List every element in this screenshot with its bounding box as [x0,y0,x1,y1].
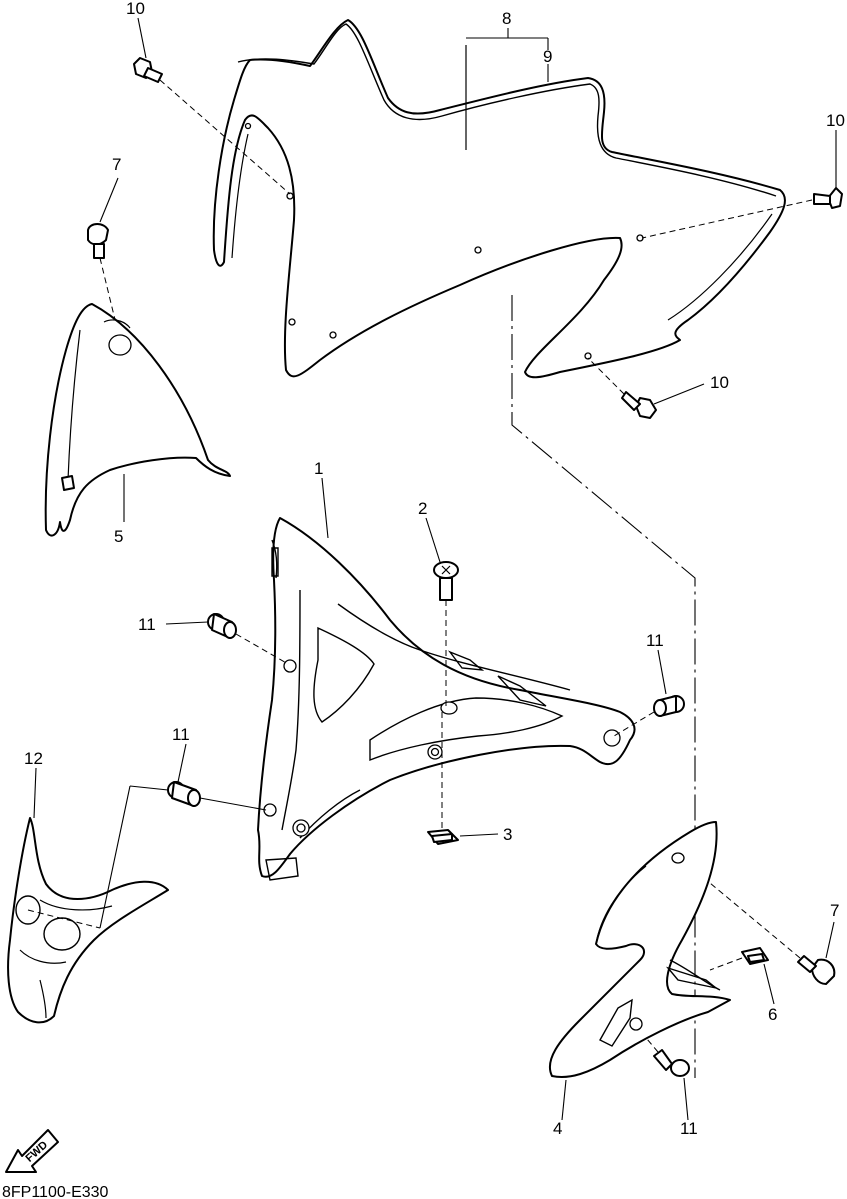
label-7-left: 7 [112,155,121,174]
label-7-right: 7 [830,901,839,920]
label-10-lower: 10 [710,373,729,392]
label-8: 8 [502,9,511,28]
label-12: 12 [24,749,43,768]
screw-10-top-left [133,57,291,195]
label-4: 4 [553,1119,562,1138]
collar-11-left-bottom [167,781,267,811]
label-10-top-left: 10 [126,0,145,18]
collar-11-right-bottom [635,1025,690,1077]
label-1: 1 [314,459,323,478]
label-3: 3 [503,825,512,844]
screw-10-top-right [641,187,843,239]
main-cowl [257,517,636,881]
windshield [212,19,786,379]
clip-6 [709,947,769,971]
label-10-top-right: 10 [826,111,845,130]
label-5: 5 [114,527,123,546]
label-11-left-top: 11 [138,615,156,634]
label-11-right-bottom: 11 [680,1119,698,1138]
collar-11-left-top [207,613,289,665]
leader-lines [33,17,837,1121]
lower-cover [7,785,169,1024]
screw-2 [433,561,459,706]
left-side-panel [44,303,231,537]
fwd-arrow-icon: FWD [5,1129,59,1173]
screw-10-lower [587,357,657,419]
label-6: 6 [768,1005,777,1024]
label-2: 2 [418,499,427,518]
label-11-right-top: 11 [646,631,664,650]
diagram-code: 8FP1100-E330 [2,1184,109,1199]
label-11-left-bottom: 11 [172,725,190,744]
part-labels: 8 9 10 10 10 7 7 1 2 3 5 4 6 11 11 11 11… [24,0,845,1138]
right-side-panel [549,821,731,1078]
nut-3 [427,712,459,845]
collar-11-right-top [613,695,685,737]
label-9: 9 [543,47,552,66]
